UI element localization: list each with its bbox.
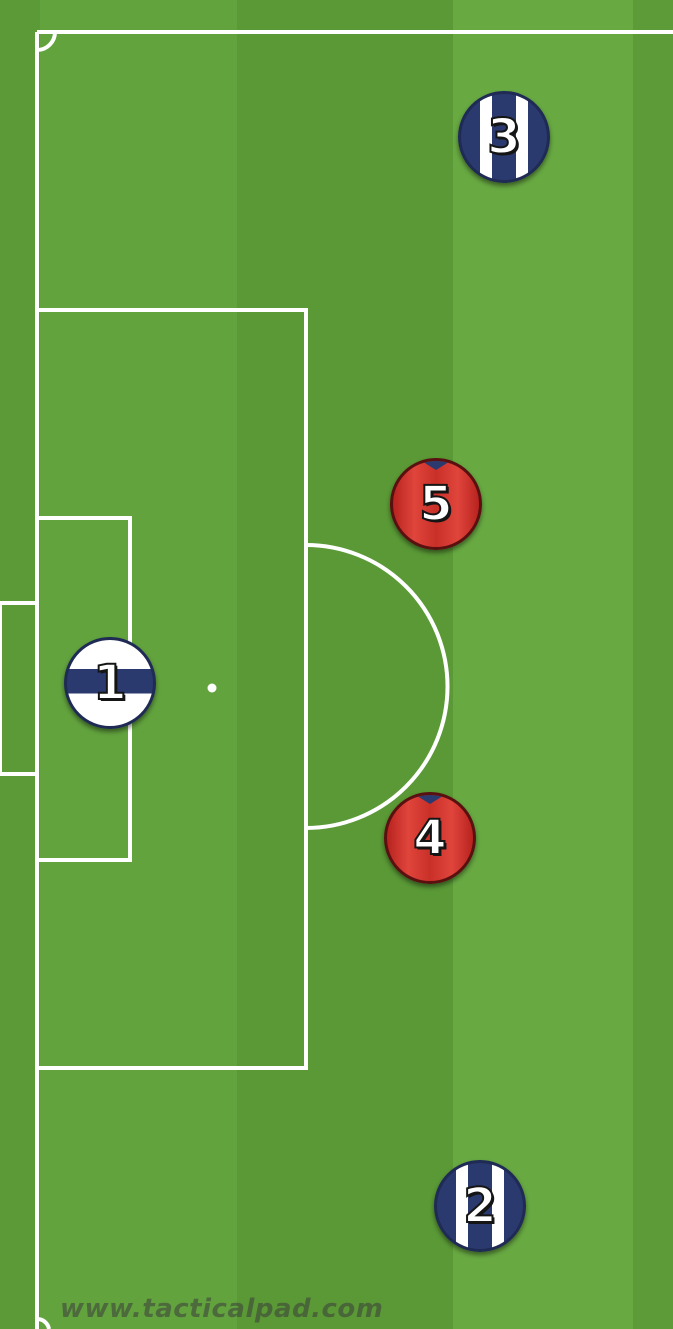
player-number: 3 <box>486 108 521 166</box>
player-number: 1 <box>92 654 127 712</box>
player-number: 4 <box>412 809 447 867</box>
collar-shape <box>415 795 445 804</box>
corner-arc-bottom <box>36 1316 51 1329</box>
player-token-3[interactable]: 3 <box>458 91 550 183</box>
penalty-arc <box>305 543 450 830</box>
collar-shape <box>421 461 451 470</box>
player-token-1[interactable]: 1 <box>64 637 156 729</box>
player-number: 2 <box>462 1177 497 1235</box>
player-number: 5 <box>418 475 453 533</box>
goal <box>0 601 39 776</box>
watermark: www.tacticalpad.com <box>60 1294 384 1324</box>
corner-arc-top <box>36 31 57 52</box>
player-token-4[interactable]: 4 <box>384 792 476 884</box>
penalty-spot <box>207 683 217 693</box>
player-token-5[interactable]: 5 <box>390 458 482 550</box>
player-token-2[interactable]: 2 <box>434 1160 526 1252</box>
